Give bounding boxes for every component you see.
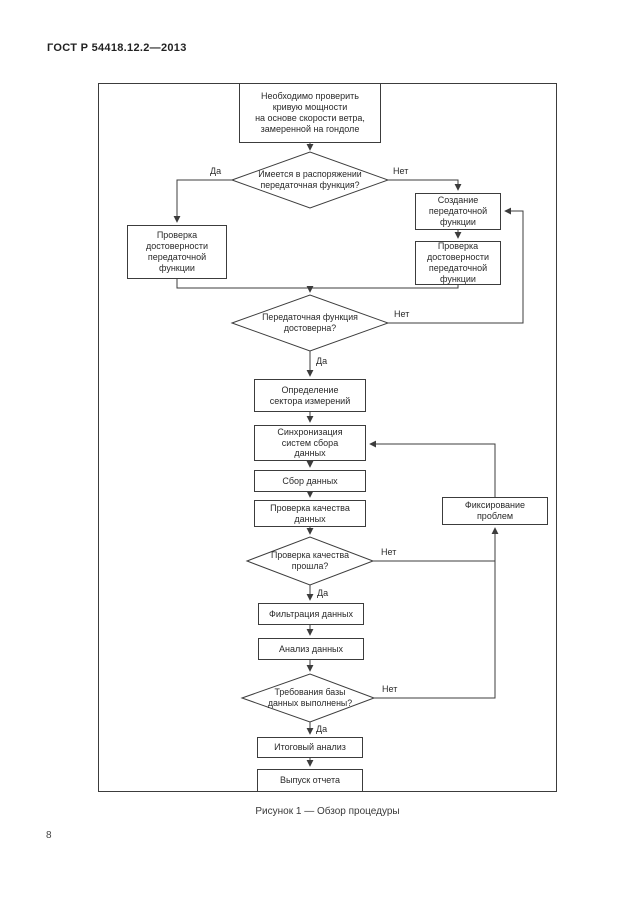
node-sync-systems: Синхронизация систем сбора данных [254,425,366,461]
node-data-analysis: Анализ данных [258,638,364,660]
node-measurement-sector: Определение сектора измерений [254,379,366,412]
node-create-transfer: Создание передаточной функции [415,193,501,230]
branch-yes-label-d1: Да [210,166,222,176]
branch-no-label-d2: Нет [394,309,410,319]
node-quality-check: Проверка качества данных [254,500,366,527]
node-check-transfer-right: Проверка достоверности передаточной функ… [415,241,501,285]
branch-no-label-d4: Нет [382,684,398,694]
node-check-transfer-left: Проверка достоверности передаточной функ… [127,225,227,279]
node-fix-problems: Фиксирование проблем [442,497,548,525]
document-header: ГОСТ Р 54418.12.2—2013 [47,42,187,54]
branch-yes-label-d3: Да [317,588,329,598]
page-number: 8 [46,830,52,841]
node-start: Необходимо проверить кривую мощности на … [239,83,381,143]
decision-transfer-available-text: Имеется в распоряжении передаточная функ… [258,169,362,190]
node-data-collection: Сбор данных [254,470,366,492]
decision-quality-passed-text: Проверка качества прошла? [271,550,349,571]
decision-database-met-text: Требования базы данных выполнены? [267,687,353,708]
node-data-filtering: Фильтрация данных [258,603,364,625]
branch-yes-label-d2: Да [316,356,328,366]
decision-transfer-valid-text: Передаточная функция достоверна? [262,312,358,333]
node-report-release: Выпуск отчета [257,769,363,792]
node-final-analysis: Итоговый анализ [257,737,363,758]
figure-caption: Рисунок 1 — Обзор процедуры [255,806,400,817]
branch-no-label-d3: Нет [381,547,397,557]
branch-no-label-d1: Нет [393,166,409,176]
branch-yes-label-d4: Да [316,724,328,734]
